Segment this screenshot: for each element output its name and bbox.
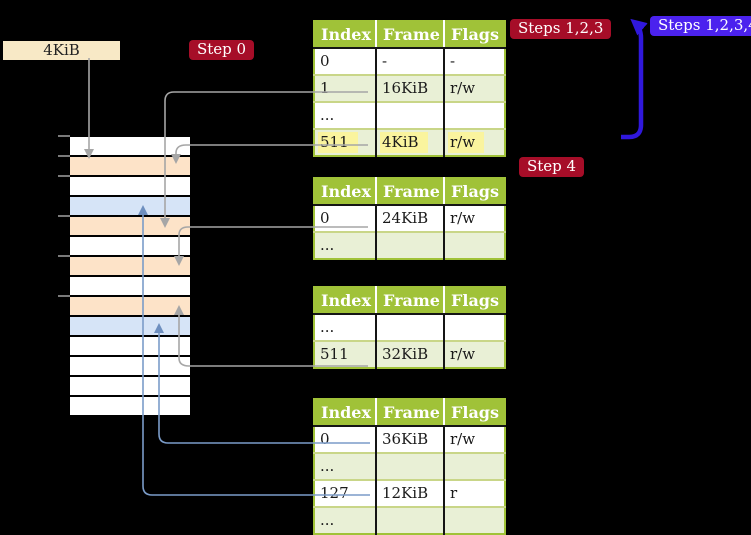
physical-memory-strip xyxy=(70,137,190,417)
table-cell: 32KiB xyxy=(376,340,445,368)
table-cell: r/w xyxy=(444,74,505,102)
column-header-frame: Frame xyxy=(376,287,445,315)
table-cell xyxy=(376,101,445,129)
table-cell: ... xyxy=(314,231,377,259)
table-cell: 0 xyxy=(314,48,377,75)
memory-frame-row-orange xyxy=(70,217,190,237)
memory-frame-row-blue xyxy=(70,197,190,217)
recursive-loop-arrow xyxy=(621,18,648,140)
memory-frame-row-white xyxy=(70,237,190,257)
memory-address-ticks xyxy=(58,135,70,297)
column-header-flags: Flags xyxy=(444,399,505,427)
memory-frame-row-white xyxy=(70,357,190,377)
column-header-index: Index xyxy=(314,399,377,427)
memory-frame-row-white xyxy=(70,377,190,397)
table-cell: r xyxy=(444,479,505,507)
table-cell: 4KiB xyxy=(376,128,445,156)
table-cell: 12KiB xyxy=(376,479,445,507)
memory-frame-row-orange xyxy=(70,157,190,177)
table-cell: 511 xyxy=(314,128,377,156)
table-cell: - xyxy=(376,48,445,75)
memory-frame-row-white xyxy=(70,177,190,197)
table-cell xyxy=(444,314,505,341)
table-row: ... xyxy=(314,101,505,129)
table-cell: r/w xyxy=(444,128,505,156)
step4-badge: Step 4 xyxy=(519,157,585,177)
table-cell: 1 xyxy=(314,74,377,102)
table-cell xyxy=(444,231,505,259)
memory-frame-row-white xyxy=(70,397,190,417)
memory-frame-row-white xyxy=(70,337,190,357)
table-cell: ... xyxy=(314,506,377,534)
steps1234-badge: Steps 1,2,3,4 xyxy=(650,16,751,36)
table-cell: ... xyxy=(314,452,377,480)
column-header-frame: Frame xyxy=(376,21,445,49)
table-cell: 0 xyxy=(314,205,377,232)
table-row: ... xyxy=(314,506,505,534)
memory-frame-row-orange xyxy=(70,257,190,277)
table-cell: r/w xyxy=(444,340,505,368)
memory-frame-row-blue xyxy=(70,317,190,337)
table-cell: 0 xyxy=(314,426,377,453)
highlighted-value: r/w xyxy=(448,132,485,153)
table-cell xyxy=(376,314,445,341)
table-row: 0-- xyxy=(314,48,505,75)
highlighted-value: 511 xyxy=(318,132,358,153)
table-cell: 127 xyxy=(314,479,377,507)
table-cell xyxy=(444,452,505,480)
table-row: 511 4KiB r/w xyxy=(314,128,505,156)
column-header-frame: Frame xyxy=(376,399,445,427)
steps123-badge: Steps 1,2,3 xyxy=(510,19,612,39)
table-cell: r/w xyxy=(444,426,505,453)
frame-size-label: 4KiB xyxy=(3,41,120,60)
column-header-flags: Flags xyxy=(444,178,505,206)
table-cell xyxy=(376,506,445,534)
table-cell: 36KiB xyxy=(376,426,445,453)
highlighted-value: 4KiB xyxy=(380,132,428,153)
table-row: ... xyxy=(314,452,505,480)
memory-frame-row-white xyxy=(70,277,190,297)
column-header-index: Index xyxy=(314,178,377,206)
table-cell xyxy=(444,506,505,534)
table-cell: ... xyxy=(314,101,377,129)
table-row: ... xyxy=(314,314,505,341)
table-cell: 16KiB xyxy=(376,74,445,102)
table-cell: r/w xyxy=(444,205,505,232)
table-cell: 24KiB xyxy=(376,205,445,232)
memory-frame-row-white xyxy=(70,137,190,157)
memory-frame-row-orange xyxy=(70,297,190,317)
column-header-flags: Flags xyxy=(444,287,505,315)
column-header-index: Index xyxy=(314,21,377,49)
table-cell: 511 xyxy=(314,340,377,368)
table-cell: ... xyxy=(314,314,377,341)
step0-badge: Step 0 xyxy=(189,40,255,60)
column-header-index: Index xyxy=(314,287,377,315)
table-cell xyxy=(376,452,445,480)
table-cell xyxy=(376,231,445,259)
table-cell xyxy=(444,101,505,129)
table-row: ... xyxy=(314,231,505,259)
column-header-flags: Flags xyxy=(444,21,505,49)
column-header-frame: Frame xyxy=(376,178,445,206)
table-cell: - xyxy=(444,48,505,75)
